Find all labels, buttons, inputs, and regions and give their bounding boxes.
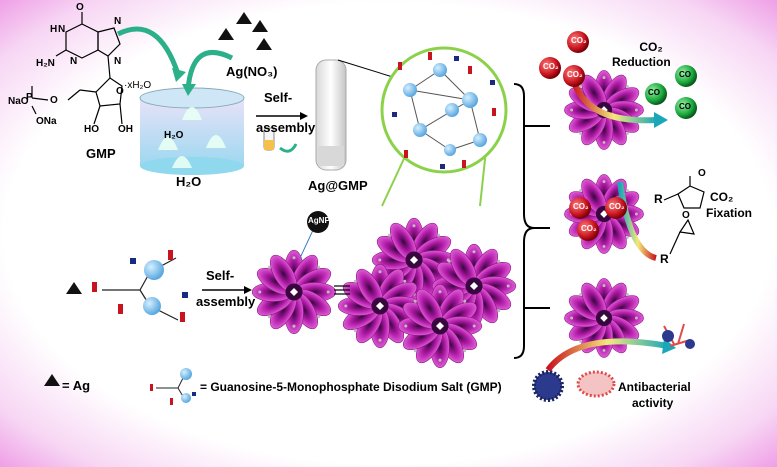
network-zoom-circle <box>380 46 508 174</box>
co2-reduction-panel <box>539 31 697 151</box>
silver-triangle-icon <box>66 282 82 294</box>
legend <box>44 368 196 405</box>
self-assembly-arrow-top <box>256 112 308 153</box>
atom-h2n: H₂N <box>36 58 55 69</box>
zoom-line-1 <box>337 59 397 79</box>
arrow-gmp-to-beaker <box>116 26 186 82</box>
agnp-label: AgNP <box>308 216 330 225</box>
co2-ball-2: CO₂ <box>571 36 587 45</box>
atom-ona: ONa <box>36 116 57 127</box>
multi-arrow <box>334 285 350 295</box>
co2-ball-4: CO₂ <box>573 202 589 211</box>
co-ball-3: CO <box>679 102 691 111</box>
atom-n2: N <box>70 56 78 67</box>
atom-oh: OH <box>118 124 133 135</box>
silver-triangles <box>218 12 272 50</box>
co2-fixation-panel <box>563 173 705 261</box>
branch-brace <box>513 83 550 359</box>
self-assembly-bottom-line2: assembly <box>196 294 256 309</box>
atom-n1: N <box>114 16 122 27</box>
antibacterial-line1: Antibacterial <box>618 380 691 394</box>
water-label: H₂O <box>176 174 202 189</box>
zoom-line-3 <box>479 149 487 207</box>
water-hydrate-label: ·xH₂O <box>124 80 152 91</box>
ag-gmp-test-tube <box>315 59 347 171</box>
legend-ag-swatch <box>44 374 60 386</box>
atom-n3: N <box>114 56 122 67</box>
atom-p: P <box>26 92 33 103</box>
carbonate-o: O <box>698 168 706 179</box>
water-beaker <box>139 87 245 175</box>
arrow-ag-to-beaker <box>182 49 234 96</box>
self-assembly-arrow-bottom <box>202 286 252 294</box>
legend-gmp-label: = Guanosine-5-Monophosphate Disodium Sal… <box>200 380 502 394</box>
atom-o-p: O <box>50 95 58 106</box>
gmp-structure <box>31 12 123 125</box>
atom-nh: N <box>58 24 66 35</box>
atom-h: H <box>50 24 58 35</box>
co2-fixation-line2: Fixation <box>706 206 753 220</box>
gmp-label: GMP <box>86 146 116 161</box>
r-group-carbonate: R <box>654 192 663 206</box>
zoom-line-2 <box>381 149 409 207</box>
atom-o-ring: O <box>116 86 124 97</box>
antibacterial-line2: activity <box>632 396 674 410</box>
co2-ball-6: CO₂ <box>581 224 597 233</box>
silver-nitrate-label: Ag(NO₃) <box>226 64 278 79</box>
r-group-epoxide: R <box>660 252 669 266</box>
co2-ball-1: CO₂ <box>543 62 559 71</box>
self-assembly-bottom-line1: Self- <box>206 268 235 283</box>
carbonate-ring-o: O <box>682 210 690 221</box>
co2-reduction-line1: CO₂ <box>639 40 663 54</box>
legend-gmp-swatch <box>150 368 196 405</box>
co-ball-1: CO <box>648 88 660 97</box>
co-ball-2: CO <box>679 70 691 79</box>
co2-fixation-line1: CO₂ <box>710 190 734 204</box>
co2-ball-5: CO₂ <box>609 202 625 211</box>
co2-ball-3: CO₂ <box>567 70 583 79</box>
self-assembly-top-line2: assembly <box>256 120 316 135</box>
self-assembly-top-line1: Self- <box>264 90 293 105</box>
gmp-network-icon <box>92 250 188 322</box>
co2-reduction-line2: Reduction <box>612 55 671 69</box>
atom-nao: NaO <box>8 96 29 107</box>
antibacterial-panel <box>532 277 695 402</box>
atom-ho: HO <box>84 124 99 135</box>
single-agnp-flower <box>251 211 337 335</box>
beaker-h2o-bubble: H₂O <box>164 130 184 141</box>
legend-ag-label: = Ag <box>62 378 91 393</box>
atom-o-top: O <box>76 2 84 13</box>
agnp-flower-cluster <box>337 217 517 369</box>
ag-at-gmp-label: Ag@GMP <box>308 178 368 193</box>
